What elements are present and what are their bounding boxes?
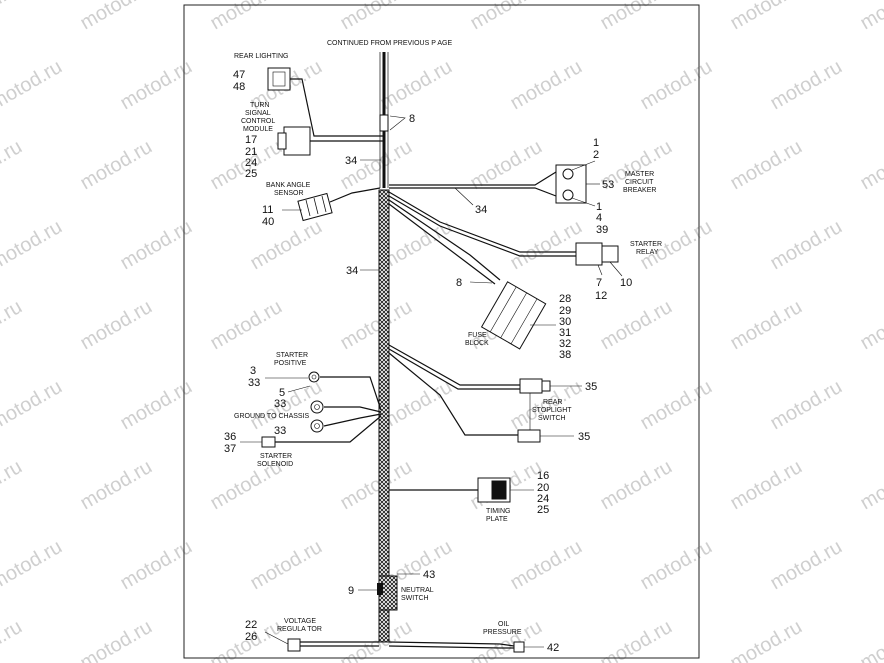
callout-28: 28 [559,293,571,305]
callout-34-top: 34 [345,155,357,167]
callout-38: 38 [559,349,571,361]
voltage-regulator-connector [287,638,301,652]
pos-label-1: STARTER [276,352,308,359]
callout-33c: 33 [274,425,286,437]
callout-53: 53 [602,179,614,191]
callout-35a: 35 [585,381,597,393]
callout-1-top: 1 [593,137,599,149]
callout-4: 4 [596,212,602,224]
rear-stoplight-switch-b [517,429,541,443]
voltage-label-1: VOLTAGE [284,618,316,625]
callout-42: 42 [547,642,559,654]
relay-label-2: RELAY [636,249,659,256]
diagram-frame [183,4,700,659]
turn-label-1: TURN [250,102,269,109]
callout-17: 17 [245,134,257,146]
callout-34-main: 34 [346,265,358,277]
stop-label-2: STOPLIGHT [532,407,572,414]
callout-32: 32 [559,338,571,350]
callout-2: 2 [593,149,599,161]
oil-label-2: PRESSURE [483,629,522,636]
callout-24a: 24 [245,157,257,169]
master-label-1: MASTER [625,171,654,178]
turn-label-4: MODULE [243,126,273,133]
bank-angle-label-1: BANK ANGLE [266,182,311,189]
callout-26: 26 [245,631,257,643]
voltage-label-2: REGULA TOR [277,626,322,633]
ground-terminal-a [310,400,324,414]
neutral-label-1: NEUTRAL [401,587,434,594]
starter-positive-terminal [308,371,320,383]
stop-label-1: REAR [543,399,562,406]
rear-stoplight-switch-a [519,378,543,394]
callout-36: 36 [224,431,236,443]
starter-relay [575,242,603,266]
fuse-label-1: FUSE [468,332,487,339]
turn-label-2: SIGNAL [245,110,271,117]
callout-29: 29 [559,305,571,317]
callout-31: 31 [559,327,571,339]
rear-lighting-connector [267,67,291,91]
callout-47: 47 [233,69,245,81]
callout-11: 11 [262,204,273,216]
callout-30: 30 [559,316,571,328]
sol-label-2: SOLENOID [257,461,293,468]
ground-terminal-b [310,419,324,433]
main-harness-braid [378,189,390,643]
callout-39: 39 [596,224,608,236]
continued-label: CONTINUED FROM PREVIOUS P AGE [327,40,452,47]
callout-37: 37 [224,443,236,455]
turn-signal-module [283,126,311,156]
callout-9: 9 [348,585,354,597]
ground-label: GROUND TO CHASSIS [234,413,310,420]
callout-10: 10 [620,277,632,289]
callout-1-bot: 1 [596,201,602,213]
oil-pressure-connector [513,641,525,653]
timing-label-2: PLATE [486,516,508,523]
starter-solenoid-connector [261,436,276,448]
master-label-2: CIRCUIT [625,179,654,186]
callout-43: 43 [423,569,435,581]
master-label-3: BREAKER [623,187,656,194]
fuse-label-2: BLOCK [465,340,489,347]
callout-16: 16 [537,470,549,482]
clamp-8 [379,114,389,132]
callout-22: 22 [245,619,257,631]
callout-5: 5 [279,387,285,399]
callout-8-fuse: 8 [456,277,462,289]
callout-8-top: 8 [409,113,415,125]
callout-3: 3 [250,365,256,377]
sol-label-1: STARTER [260,453,292,460]
callout-20: 20 [537,482,549,494]
timing-label-1: TIMING [486,508,511,515]
callout-35b: 35 [578,431,590,443]
bank-angle-sensor [297,192,333,222]
fuse-block [480,281,547,350]
bank-angle-label-2: SENSOR [274,190,304,197]
callout-12: 12 [595,290,607,302]
callout-7: 7 [596,277,602,289]
turn-label-3: CONTROL [241,118,275,125]
callout-33a: 33 [248,377,260,389]
callout-24b: 24 [537,493,549,505]
callout-33b: 33 [274,398,286,410]
neutral-label-2: SWITCH [401,595,429,602]
callout-25b: 25 [537,504,549,516]
rear-lighting-label: REAR LIGHTING [234,53,288,60]
callout-48: 48 [233,81,245,93]
pos-label-2: POSITIVE [274,360,307,367]
callout-21: 21 [245,146,257,158]
stop-label-3: SWITCH [538,415,566,422]
relay-label-1: STARTER [630,241,662,248]
callout-34-branch: 34 [475,204,487,216]
callout-40: 40 [262,216,274,228]
oil-label-1: OIL [498,621,509,628]
callout-25a: 25 [245,168,257,180]
